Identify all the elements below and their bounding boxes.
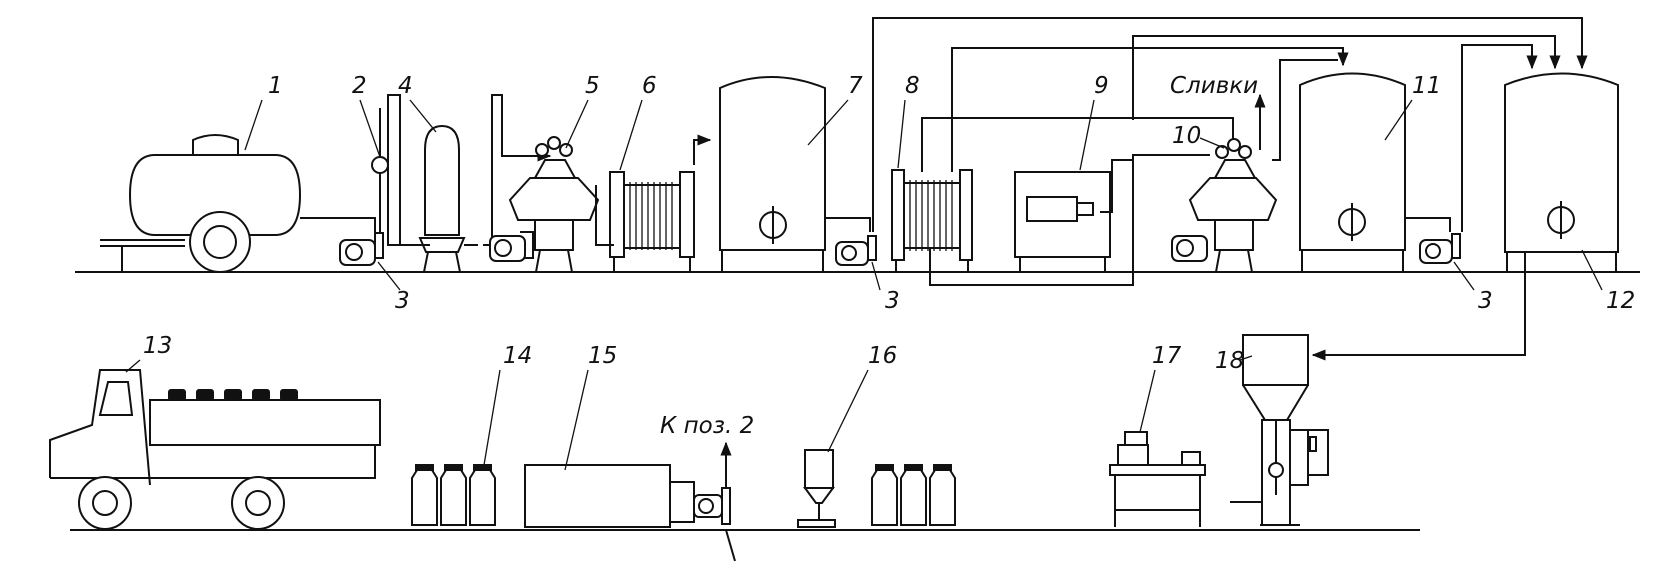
- filled-cans: [871, 464, 956, 526]
- label-12: 12: [1606, 288, 1635, 314]
- label-6: 6: [642, 73, 657, 99]
- label-4: 4: [398, 73, 413, 99]
- tank-12: [1311, 72, 1619, 361]
- label-11: 11: [1412, 73, 1441, 99]
- label-3c: 3: [1478, 288, 1493, 314]
- tank-11: [1299, 44, 1538, 272]
- pipe-8-loop-bottom: [929, 160, 1134, 286]
- label-13: 13: [143, 333, 172, 359]
- pipe-8-loop-top: [951, 47, 1349, 172]
- packing-table-17: [1109, 431, 1262, 527]
- filter-4: [418, 124, 478, 273]
- label-15: 15: [588, 343, 617, 369]
- pipe-9-to-10: [1132, 154, 1210, 160]
- label-1: 1: [268, 73, 283, 99]
- flow-meter-2: [371, 94, 430, 246]
- label-10: 10: [1172, 123, 1201, 149]
- can-washer-15: [524, 441, 736, 561]
- pump-3b: [835, 235, 877, 266]
- label-9: 9: [1094, 73, 1109, 99]
- heater-9: [1014, 171, 1111, 272]
- can-filler-16: [797, 449, 836, 528]
- plate-cooler-6: [609, 134, 712, 272]
- label-5: 5: [585, 73, 600, 99]
- pipe-8-to-10: [921, 117, 1234, 172]
- pump-3c: [1419, 233, 1461, 264]
- label-18: 18: [1215, 348, 1244, 374]
- label-3b: 3: [885, 288, 900, 314]
- milk-truck-13: [49, 369, 381, 530]
- label-7: 7: [848, 73, 863, 99]
- pasteurizer-8: [891, 169, 973, 272]
- label-14: 14: [503, 343, 532, 369]
- pump-3a: [339, 232, 384, 266]
- milk-cans-14: [411, 464, 496, 526]
- label-16: 16: [868, 343, 897, 369]
- label-8: 8: [905, 73, 920, 99]
- label-3a: 3: [395, 288, 410, 314]
- separator-10: [1171, 59, 1338, 273]
- pipe-top-loop-1: [872, 17, 1588, 232]
- label-2: 2: [352, 73, 367, 99]
- annotation-to-pos2: К поз. 2: [660, 413, 754, 439]
- label-17: 17: [1152, 343, 1182, 369]
- filling-machine-18: [1242, 334, 1329, 526]
- pipe-top-loop-2: [1132, 35, 1561, 120]
- pipe-9-out: [1100, 159, 1133, 213]
- milk-tanker-trailer: [100, 134, 376, 273]
- separator-5: [489, 136, 614, 273]
- annotation-cream: Сливки: [1170, 73, 1258, 99]
- storage-tank-7: [719, 76, 871, 272]
